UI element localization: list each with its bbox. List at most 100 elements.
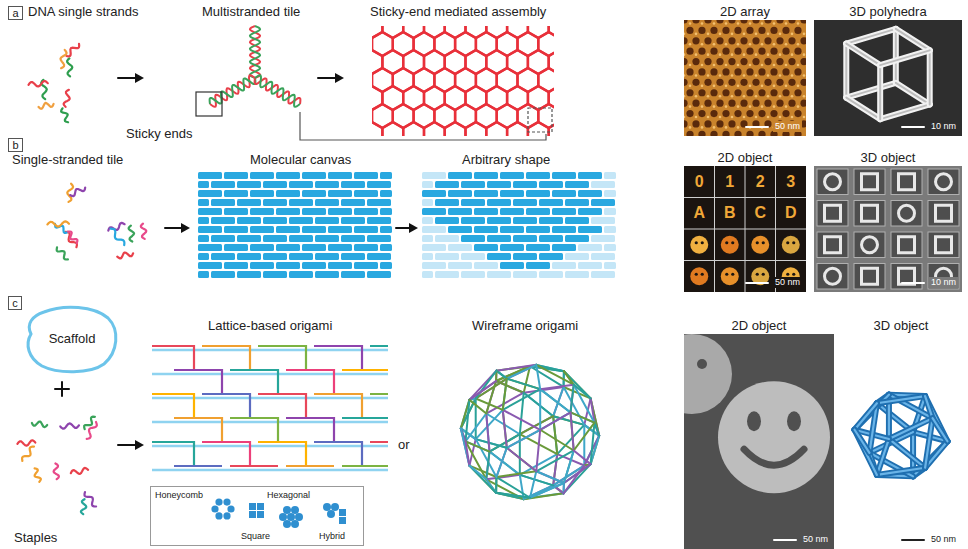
lattice-node: [743, 53, 746, 56]
hexagon-cell: [466, 122, 487, 136]
single-stranded-tile: [539, 271, 563, 278]
single-stranded-tile: [328, 172, 352, 179]
lattice-node: [684, 53, 685, 56]
single-stranded-tile: [289, 181, 313, 188]
single-stranded-tile: [539, 253, 563, 260]
wireframe-edge: [571, 412, 574, 450]
micrograph-drawing: [684, 334, 834, 549]
afm-letter: D: [785, 204, 797, 222]
panel-label: Arbitrary shape: [462, 152, 550, 167]
lattice-pore: [746, 131, 753, 136]
wireframe-edge: [466, 400, 470, 441]
lattice-pore: [728, 79, 735, 86]
wireframe-edge: [574, 385, 591, 399]
staple-strand: [202, 346, 250, 370]
staple-strand: [342, 418, 388, 442]
single-stranded-tile: [422, 172, 446, 179]
scale-label: 50 nm: [773, 277, 802, 288]
origami-edge: [925, 396, 932, 418]
scaffold-strand: [152, 397, 388, 400]
dna-strand: [67, 184, 73, 202]
lattice-node: [797, 22, 800, 25]
single-stranded-tile: [289, 271, 313, 278]
tile-shape: [899, 205, 915, 221]
panel-label: Multistranded tile: [202, 4, 300, 19]
single-stranded-tile: [487, 253, 511, 260]
lattice-node: [785, 85, 788, 88]
lattice-pore: [776, 100, 783, 107]
micrograph: 10 nm: [814, 166, 962, 292]
single-stranded-tile: [448, 172, 472, 179]
origami-edge: [877, 396, 925, 403]
lattice-pore: [686, 110, 693, 117]
lattice-node: [737, 43, 740, 46]
square-icon: [257, 511, 264, 518]
tile-cell: [928, 201, 959, 227]
single-stranded-tile: [500, 208, 524, 215]
single-stranded-tile: [224, 172, 248, 179]
tile-shape: [899, 237, 915, 253]
single-stranded-tile: [198, 226, 222, 233]
lattice-node: [773, 105, 776, 108]
crosssection-inset: HoneycombHexagonalSquareHybrid: [150, 486, 364, 546]
single-stranded-tile: [276, 244, 300, 251]
lattice-pore: [788, 58, 795, 65]
lattice-node: [707, 74, 710, 77]
scale-bar: [902, 126, 924, 128]
lattice-pore: [746, 48, 753, 55]
lattice-pore: [794, 48, 801, 55]
lattice-node: [689, 43, 692, 46]
inset-label: Hybrid: [319, 531, 345, 542]
single-stranded-tile: [237, 181, 261, 188]
cage-edge: [846, 83, 896, 98]
single-stranded-tile: [354, 226, 378, 233]
wireframe-edge: [476, 439, 497, 477]
lattice-pore: [716, 58, 723, 65]
single-stranded-tile: [500, 244, 524, 251]
single-stranded-tile: [315, 271, 339, 278]
single-stranded-tile: [500, 226, 524, 233]
panel-caption: 2D object: [684, 318, 834, 333]
lattice-node: [803, 116, 806, 119]
lattice-pore: [684, 120, 688, 127]
lattice-node: [695, 116, 698, 119]
panel-label: DNA single strands: [28, 4, 139, 19]
single-stranded-tile: [435, 271, 459, 278]
dna-strand: [66, 44, 79, 56]
lattice-pore: [728, 58, 735, 65]
single-stranded-tile: [302, 244, 326, 251]
lattice-pore: [686, 89, 693, 96]
single-stranded-tile: [198, 199, 209, 206]
single-stranded-tile: [448, 208, 472, 215]
wireframe-edge: [496, 371, 506, 379]
scaffold-strand: [152, 349, 388, 352]
staple-strand: [258, 442, 306, 466]
origami-edge-highlight: [877, 439, 889, 475]
afm-shape-eye: [731, 273, 734, 276]
scaffold-strand: [152, 469, 388, 472]
wireframe-edge: [486, 414, 489, 452]
afm-shape-eye: [725, 273, 728, 276]
single-stranded-tile: [263, 271, 287, 278]
wireframe-edge: [507, 430, 540, 448]
lattice-node: [743, 116, 746, 119]
cage-edge: [893, 29, 899, 83]
wireframe-edge: [507, 379, 540, 389]
afm-shape: [721, 267, 739, 285]
lattice-pore: [704, 100, 711, 107]
lattice-pore: [800, 37, 806, 44]
panel-letter: b: [8, 138, 23, 152]
afm-shape-eye: [792, 273, 795, 276]
single-stranded-tile: [380, 262, 392, 269]
dna-strand: [71, 468, 88, 474]
tile-cell: [817, 232, 848, 258]
single-stranded-tile: [565, 235, 589, 242]
single-stranded-tile: [302, 262, 326, 269]
lattice-pore: [692, 120, 699, 127]
cage-edge: [927, 50, 933, 104]
honeycomb-icon: [223, 512, 230, 519]
single-stranded-tile: [263, 199, 287, 206]
lattice-pore: [740, 58, 747, 65]
detail-box: [528, 108, 552, 132]
lattice-node: [791, 33, 794, 36]
